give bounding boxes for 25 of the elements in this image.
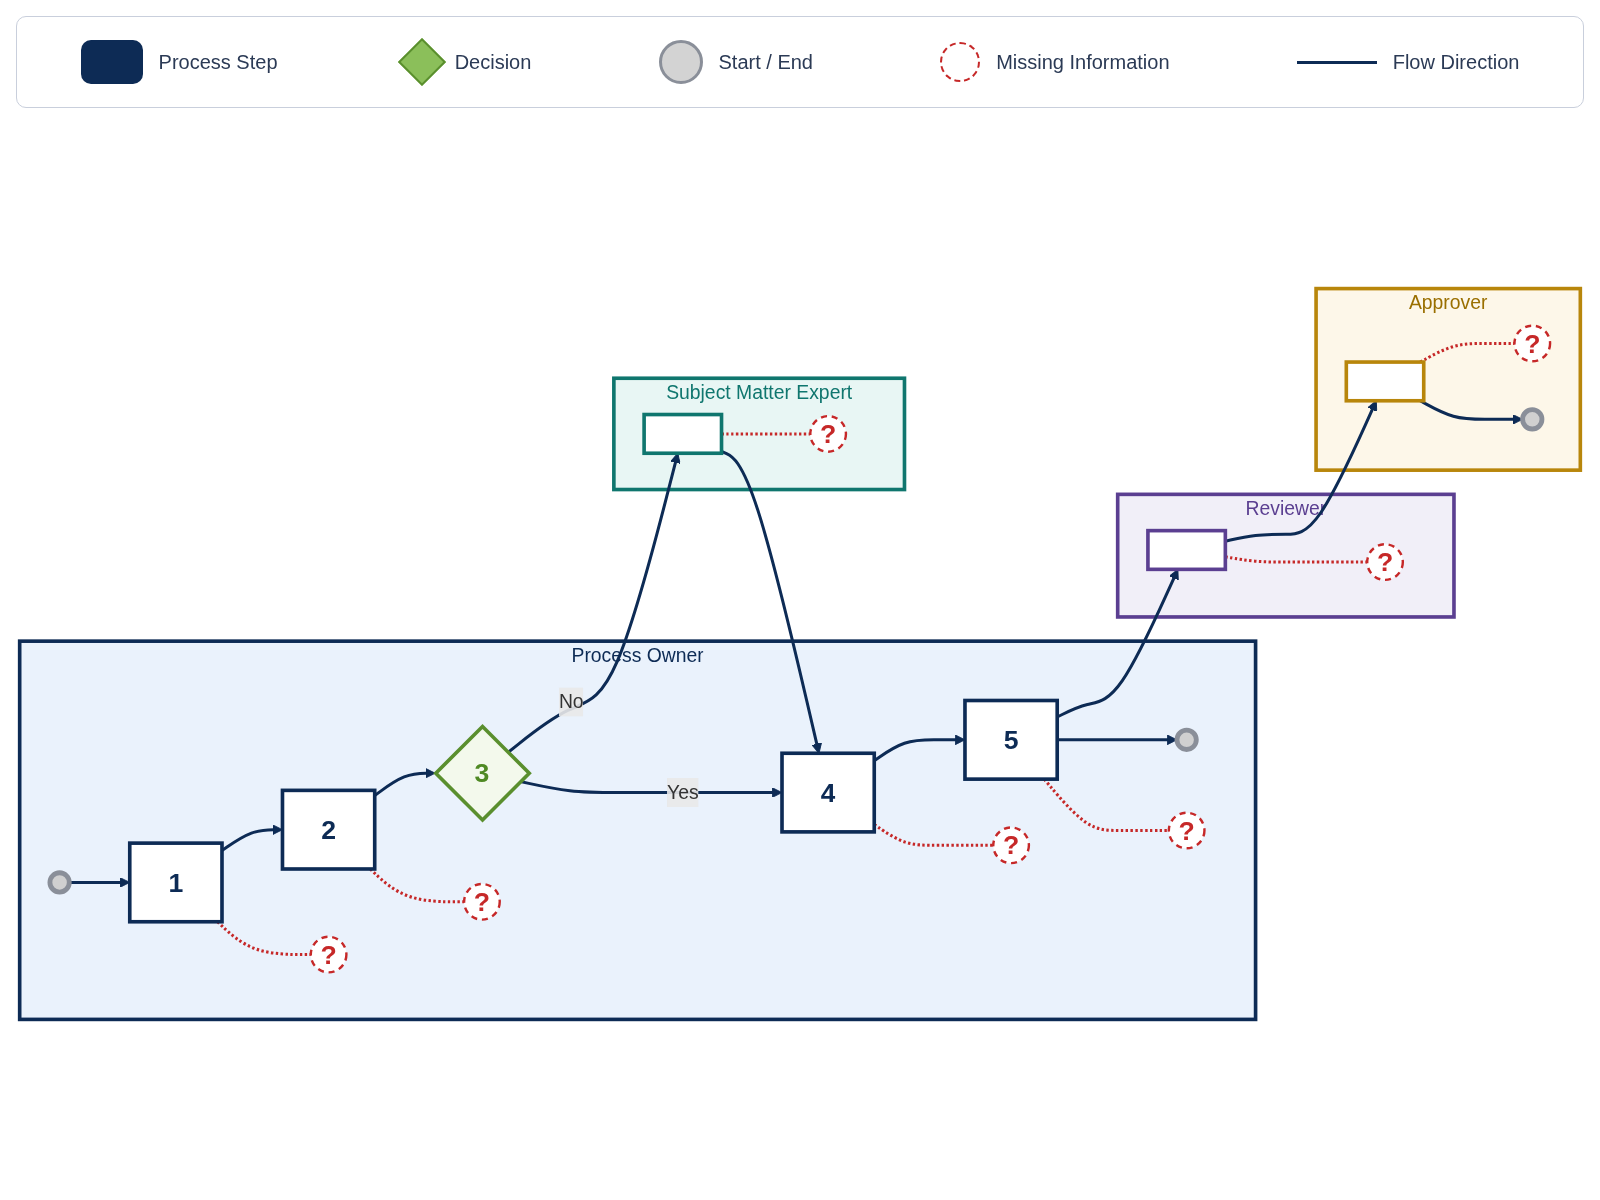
- node-circle: ?: [1513, 324, 1552, 363]
- node-box: 5: [963, 698, 1059, 781]
- node-box: [642, 412, 724, 456]
- node-circle: ?: [309, 935, 348, 974]
- legend-label: Missing Information: [996, 50, 1170, 74]
- node-circle: [1520, 407, 1545, 432]
- legend-label: Start / End: [718, 50, 813, 74]
- edge-label: No: [558, 691, 584, 712]
- node-box: 4: [780, 751, 877, 834]
- node-circle: ?: [462, 882, 501, 921]
- node-box: [1146, 528, 1228, 572]
- node-box: 1: [127, 841, 224, 924]
- legend-label: Decision: [454, 50, 532, 74]
- node-circle: ?: [1167, 811, 1206, 850]
- node-circle: [1174, 727, 1199, 752]
- edge-label: Yes: [667, 781, 699, 803]
- node-circle: ?: [1366, 543, 1405, 582]
- node-box: 2: [280, 788, 377, 871]
- node-circle: [47, 870, 72, 895]
- node-diamond: 3: [433, 723, 532, 823]
- node-circle: ?: [992, 826, 1031, 865]
- legend-label: Process Step: [158, 50, 278, 74]
- node-box: [1344, 360, 1426, 403]
- legend-label: Flow Direction: [1392, 50, 1520, 74]
- node-circle: ?: [809, 414, 848, 453]
